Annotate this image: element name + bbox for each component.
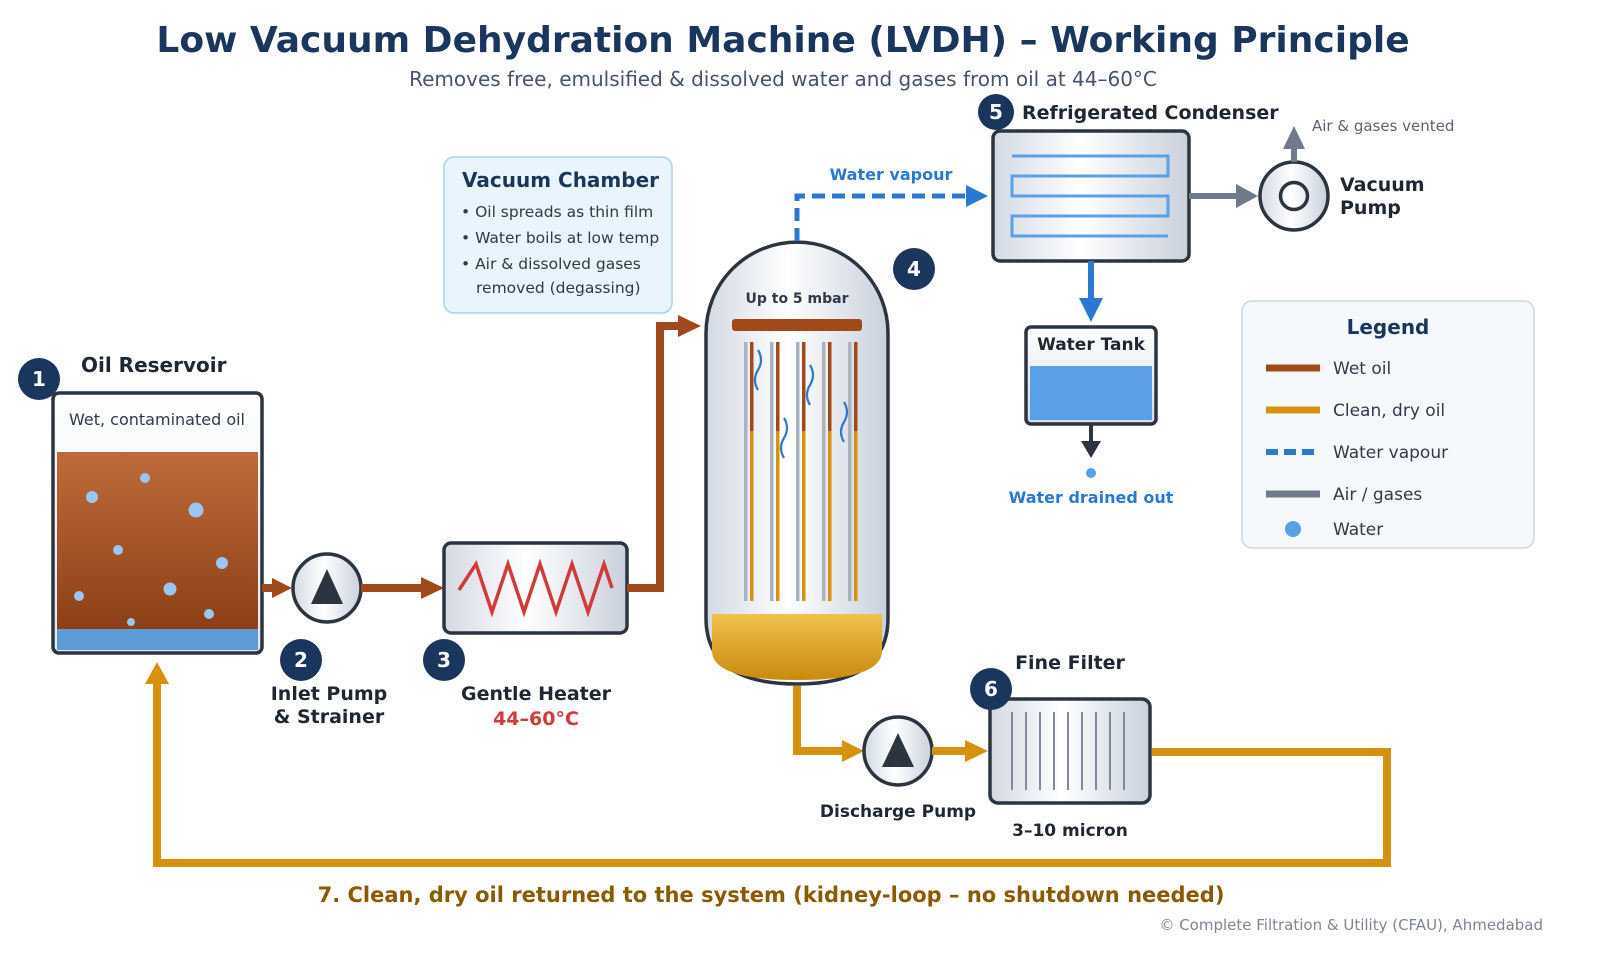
return-loop-pipe <box>145 662 1391 867</box>
fine-filter-spec: 3–10 micron <box>1012 821 1128 841</box>
water-vapour-line <box>794 185 988 241</box>
legend-label-1: Wet oil <box>1333 359 1391 379</box>
step-badge-3 <box>423 639 465 681</box>
collected-dry-oil <box>712 614 882 680</box>
step-badge-6 <box>970 668 1012 710</box>
vacuum-pump <box>1258 160 1330 232</box>
legend-label-3: Water vapour <box>1333 443 1448 463</box>
step-number-4: 4 <box>907 257 921 281</box>
fine-filter-label: Fine Filter <box>1015 652 1125 674</box>
return-label: 7. Clean, dry oil returned to the system… <box>318 883 1225 907</box>
condenser-label: Refrigerated Condenser <box>1022 102 1279 124</box>
water-vapour-label: Water vapour <box>830 165 953 184</box>
oil-reservoir <box>51 391 264 655</box>
vacuum-chamber-bullet-3-cont: removed (degassing) <box>476 279 641 297</box>
vacuum-vessel <box>704 240 890 686</box>
inlet-pump <box>291 552 363 624</box>
vacuum-chamber-bullet-1: • Oil spreads as thin film <box>461 203 653 221</box>
step-number-6: 6 <box>984 677 998 701</box>
vacuum-pump-icon <box>1278 180 1310 212</box>
step-number-1: 1 <box>32 367 46 391</box>
water-drain <box>1081 424 1101 478</box>
water-drop-icon <box>1086 468 1096 478</box>
legend-label-2: Clean, dry oil <box>1333 401 1445 421</box>
dry-oil-pipe-2 <box>932 740 988 762</box>
page-subtitle: Removes free, emulsified & dissolved wat… <box>409 67 1157 91</box>
heating-coil-icon <box>457 558 614 618</box>
vacuum-pressure: Up to 5 mbar <box>745 291 848 307</box>
vacuum-chamber-title: Vacuum Chamber <box>462 168 659 192</box>
refrigerated-condenser <box>991 129 1191 263</box>
step-badge-4 <box>893 248 935 290</box>
step-number-5: 5 <box>989 100 1003 124</box>
air-vented-label: Air & gases vented <box>1312 117 1454 135</box>
wet-oil-pipe-2 <box>361 577 444 599</box>
heater-temperature: 44–60°C <box>493 708 579 730</box>
wet-oil-pipe-3 <box>627 315 701 592</box>
condenser-coil-icon <box>1010 154 1170 238</box>
inlet-pump-label-line1: Inlet Pump <box>271 683 388 705</box>
pump-triangle-icon <box>882 733 914 767</box>
inlet-pump-label-line2: & Strainer <box>274 706 385 728</box>
dry-oil-pipe-1 <box>793 686 864 762</box>
step-badge-5 <box>978 94 1014 130</box>
vacuum-chamber-bullet-3: • Air & dissolved gases <box>461 255 641 273</box>
step-number-3: 3 <box>437 648 451 672</box>
film-elements <box>744 342 858 601</box>
legend-swatch-5 <box>1285 521 1301 537</box>
water-drained-label: Water drained out <box>1009 488 1174 507</box>
legend-title: Legend <box>1347 315 1430 339</box>
reservoir-note: Wet, contaminated oil <box>69 410 245 429</box>
vacuum-chamber-bullet-2: • Water boils at low temp <box>461 229 659 247</box>
air-line <box>1189 184 1258 208</box>
water-droplets <box>74 473 228 626</box>
fine-filter <box>988 697 1152 805</box>
copyright-footer: © Complete Filtration & Utility (CFAU), … <box>1159 916 1543 934</box>
heater-label: Gentle Heater <box>461 683 612 705</box>
condensate-line <box>1079 261 1103 322</box>
water-tank-label: Water Tank <box>1037 335 1146 355</box>
vacuum-chamber-callout <box>443 156 673 314</box>
vacuum-pump-label-line2: Pump <box>1340 197 1401 219</box>
gentle-heater <box>442 541 629 635</box>
discharge-pump-label: Discharge Pump <box>820 802 976 822</box>
legend-label-5: Water <box>1333 520 1383 540</box>
tank-water-level <box>1030 366 1152 420</box>
step-badge-2 <box>280 639 322 681</box>
water-tank <box>1024 325 1158 426</box>
wet-oil-pipe-1 <box>262 578 292 598</box>
reservoir-label: Oil Reservoir <box>81 353 227 377</box>
pump-triangle-icon <box>311 569 343 604</box>
page-title: Low Vacuum Dehydration Machine (LVDH) – … <box>156 20 1409 61</box>
discharge-pump <box>862 715 934 787</box>
step-badge-1 <box>18 358 60 400</box>
air-vent-arrow <box>1283 126 1305 162</box>
legend-label-4: Air / gases <box>1333 485 1422 505</box>
vacuum-pump-label-line1: Vacuum <box>1340 174 1425 196</box>
step-number-2: 2 <box>294 648 308 672</box>
oil-distributor <box>732 319 862 331</box>
vapour-wisps <box>753 349 849 459</box>
